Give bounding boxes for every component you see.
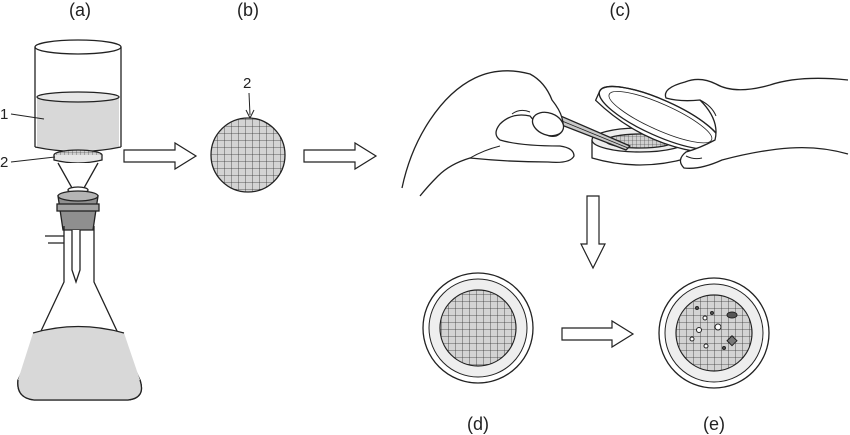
- colony: [722, 346, 726, 350]
- colony: [689, 336, 695, 342]
- callout-label-1: 1: [0, 106, 8, 123]
- colony: [710, 311, 714, 315]
- flask-side-arm: [45, 235, 64, 244]
- petri-dish-lid: [594, 85, 722, 155]
- panel-label-b: (b): [237, 0, 259, 20]
- arrow-c-to-d: [580, 195, 606, 270]
- colony: [714, 323, 722, 331]
- petri-dish-e: [658, 277, 770, 389]
- petri-dish-d: [422, 272, 534, 384]
- funnel-rim: [34, 39, 122, 55]
- callout-line-1: [10, 113, 45, 120]
- colonies: [689, 306, 738, 350]
- funnel-liquid: [37, 93, 119, 151]
- callout-label-2a: 2: [0, 154, 8, 171]
- panel-label-a: (a): [69, 0, 91, 20]
- colony: [702, 315, 708, 321]
- panel-label-c: (c): [610, 0, 631, 20]
- arrow-d-to-e: [561, 319, 635, 349]
- colony: [695, 306, 699, 310]
- arrow-a-to-b: [123, 141, 198, 171]
- membrane-d: [440, 290, 516, 366]
- left-thumb: [531, 111, 565, 137]
- callout-line-2b: [248, 92, 251, 116]
- right-hand: [664, 77, 849, 169]
- funnel-body: [34, 47, 122, 147]
- colony: [696, 327, 702, 333]
- left-hand: [401, 70, 575, 197]
- membrane-e: [676, 295, 752, 371]
- filtration-apparatus: [17, 39, 143, 401]
- arrow-b-to-c: [303, 141, 378, 171]
- membrane-filter: [210, 117, 286, 193]
- callout-line-2a: [10, 156, 56, 163]
- flask-liquid: [17, 326, 142, 400]
- panel-label-d: (d): [467, 414, 489, 434]
- transfer-scene: [401, 70, 849, 197]
- colony: [726, 335, 738, 347]
- colony: [703, 343, 709, 349]
- callout-label-2b: 2: [243, 75, 251, 92]
- colony: [726, 311, 738, 319]
- panel-label-e: (e): [703, 414, 725, 434]
